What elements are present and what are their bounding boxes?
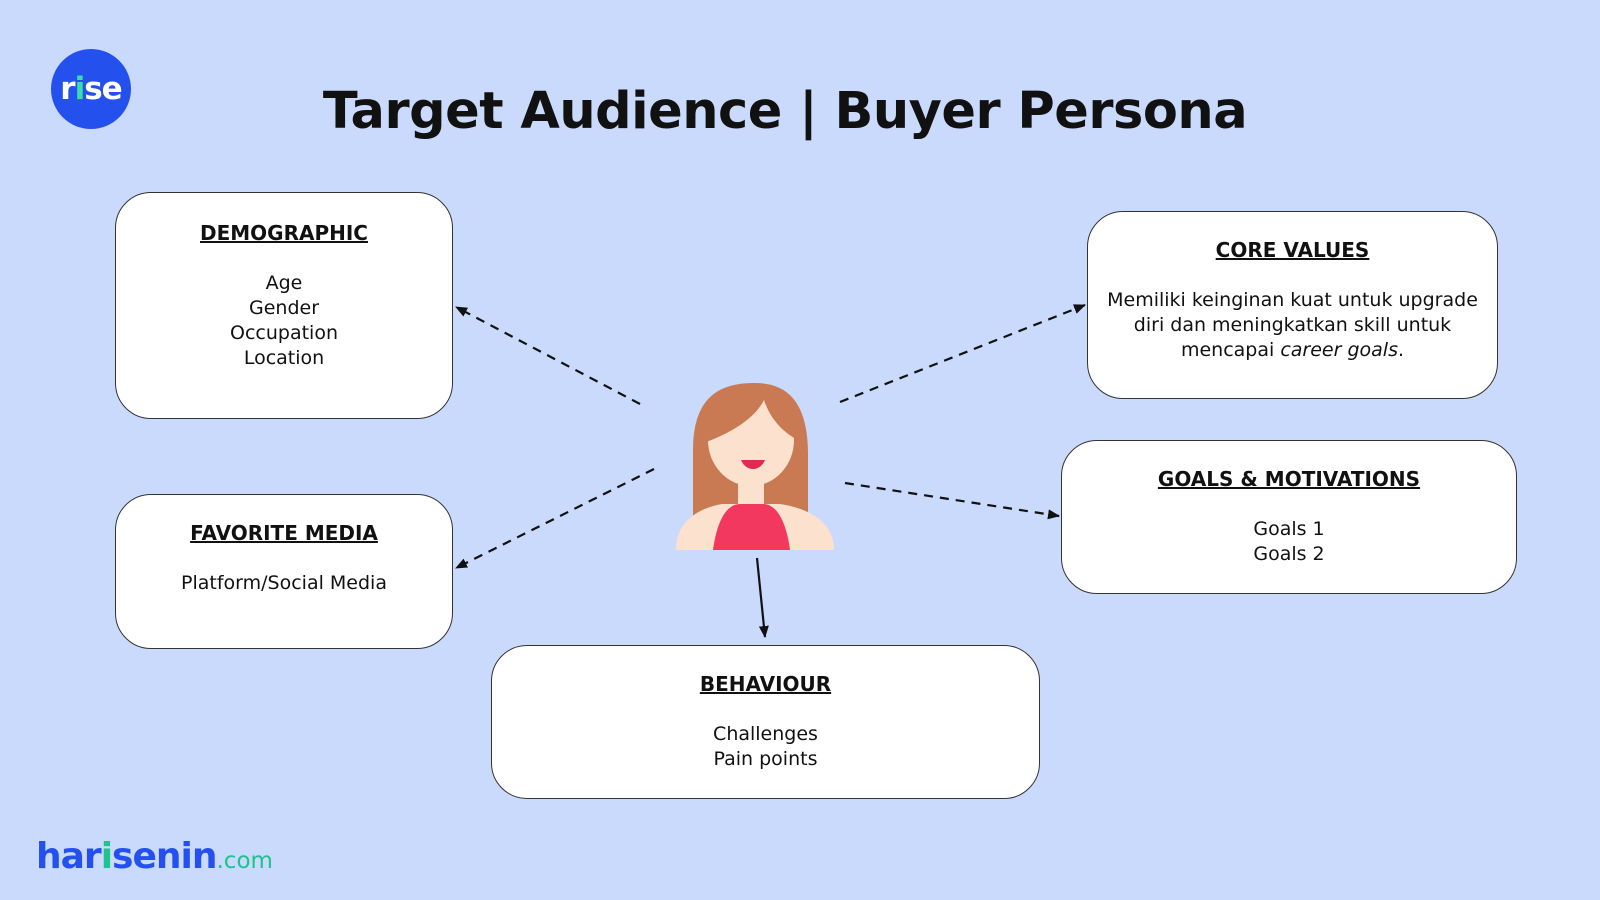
core-values-text: mencapai	[1180, 339, 1275, 361]
arrow-to-behaviour	[755, 557, 769, 638]
card-behaviour: BEHAVIOUR Challenges Pain points	[491, 645, 1040, 799]
arrow-to-demographic	[455, 306, 641, 405]
page-title: Target Audience | Buyer Persona	[322, 82, 1248, 141]
goals-line: Goals 2	[1253, 543, 1325, 565]
brand-part-b: i	[100, 836, 113, 877]
core-values-line: Memiliki keinginan kuat untuk upgrade	[1107, 289, 1478, 311]
card-core-values: CORE VALUES Memiliki keinginan kuat untu…	[1087, 211, 1498, 399]
arrow-to-core-values	[839, 303, 1086, 404]
goals-heading: GOALS & MOTIVATIONS	[1157, 467, 1421, 491]
core-values-heading: CORE VALUES	[1215, 238, 1370, 262]
woman-avatar-icon	[676, 383, 834, 550]
behaviour-heading: BEHAVIOUR	[699, 672, 832, 696]
favorite-media-line: Platform/Social Media	[181, 572, 387, 594]
favorite-media-heading: FAVORITE MEDIA	[190, 521, 378, 545]
demographic-line: Location	[243, 347, 325, 369]
card-demographic: DEMOGRAPHIC Age Gender Occupation Locati…	[115, 192, 453, 419]
logo-accent: i	[74, 71, 86, 107]
card-favorite-media: FAVORITE MEDIA Platform/Social Media	[115, 494, 453, 649]
logo-prefix: r	[60, 71, 75, 107]
logo-suffix: se	[84, 71, 122, 107]
core-values-line: diri dan meningkatkan skill untuk	[1133, 314, 1452, 336]
core-values-line-3: mencapai career goals.	[1088, 338, 1497, 363]
card-goals-motivations: GOALS & MOTIVATIONS Goals 1 Goals 2	[1061, 440, 1517, 594]
arrow-to-goals	[844, 481, 1060, 520]
demographic-line: Gender	[248, 297, 320, 319]
demographic-line: Age	[265, 272, 303, 294]
brand-domain: .com	[216, 848, 273, 874]
behaviour-line: Pain points	[713, 748, 818, 770]
arrow-to-favorite-media	[455, 468, 655, 569]
harisenin-logo: harisenin.com	[36, 836, 273, 877]
core-values-period: .	[1397, 339, 1405, 361]
brand-part-c: senin	[112, 836, 217, 877]
brand-part-a: har	[36, 836, 102, 877]
demographic-heading: DEMOGRAPHIC	[200, 221, 368, 245]
core-values-emphasis: career goals	[1280, 339, 1398, 361]
goals-line: Goals 1	[1253, 518, 1325, 540]
behaviour-line: Challenges	[713, 723, 818, 745]
demographic-line: Occupation	[230, 322, 338, 344]
